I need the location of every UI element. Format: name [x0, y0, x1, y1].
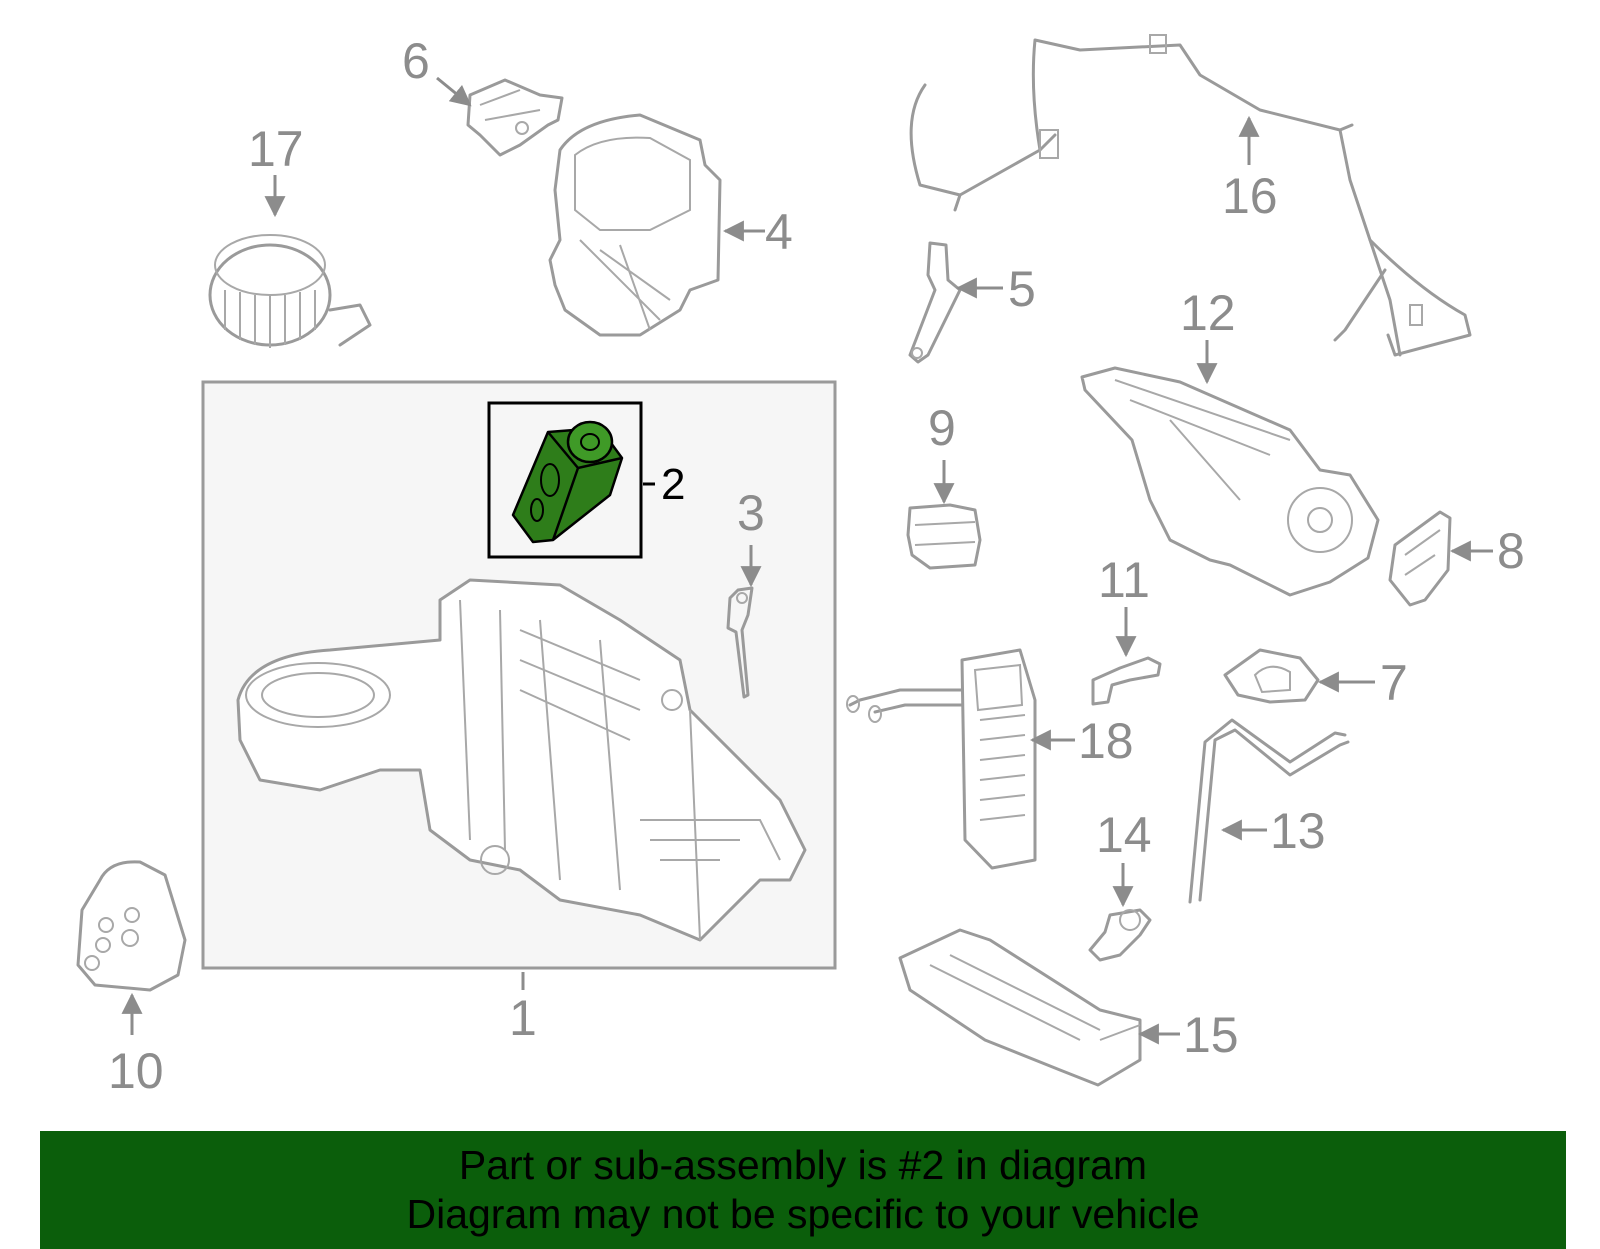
- callout-10: 10: [108, 1043, 164, 1099]
- part-5-bracket[interactable]: [908, 241, 962, 364]
- part-3-bracket[interactable]: [726, 586, 754, 699]
- part-6-bracket[interactable]: [466, 78, 564, 157]
- callout-9: 9: [928, 400, 956, 456]
- callout-8: 8: [1497, 523, 1525, 579]
- callout-13: 13: [1270, 803, 1326, 859]
- callout-6: 6: [402, 33, 430, 89]
- part-9-seal[interactable]: [906, 503, 982, 570]
- callout-2: 2: [661, 460, 685, 509]
- part-16-wire-harness[interactable]: [909, 34, 1472, 357]
- part-14-connector[interactable]: [1088, 908, 1152, 962]
- callout-16: 16: [1222, 168, 1278, 224]
- callout-1: 1: [509, 990, 537, 1046]
- callout-4: 4: [765, 204, 793, 260]
- part-11-clip[interactable]: [1091, 656, 1162, 706]
- callout-18: 18: [1078, 713, 1134, 769]
- part-15-duct[interactable]: [898, 928, 1142, 1087]
- callout-14: 14: [1096, 807, 1152, 863]
- banner-line-1: Part or sub-assembly is #2 in diagram: [458, 1142, 1148, 1188]
- part-2-expansion-valve[interactable]: [487, 401, 655, 559]
- parts-diagram: 1 2 3 4 5 6 7 8 9 10 11 12 13 14 15 16 1…: [76, 33, 1525, 1099]
- part-4-blower-housing[interactable]: [548, 113, 722, 337]
- part-13-hose[interactable]: [1188, 718, 1350, 904]
- part-18-heater-core[interactable]: [846, 648, 1037, 870]
- part-17-blower-motor[interactable]: [208, 234, 372, 348]
- callout-7: 7: [1380, 655, 1408, 711]
- part-1-housing[interactable]: [236, 578, 807, 942]
- callout-11: 11: [1098, 552, 1150, 608]
- info-banner: Part or sub-assembly is #2 in diagram Di…: [40, 1131, 1566, 1249]
- part-7-actuator[interactable]: [1223, 648, 1320, 704]
- callout-3: 3: [737, 485, 765, 541]
- part-12-case[interactable]: [1080, 366, 1380, 597]
- callout-17: 17: [248, 121, 304, 177]
- callout-12: 12: [1180, 285, 1236, 341]
- leader-lines: [121, 76, 1493, 1045]
- banner-line-2: Diagram may not be specific to your vehi…: [406, 1191, 1200, 1237]
- highlight-box: [487, 401, 643, 559]
- callout-15: 15: [1183, 1007, 1239, 1063]
- part-10-grommet[interactable]: [76, 860, 187, 992]
- part-8-actuator[interactable]: [1388, 510, 1452, 607]
- callout-5: 5: [1008, 261, 1036, 317]
